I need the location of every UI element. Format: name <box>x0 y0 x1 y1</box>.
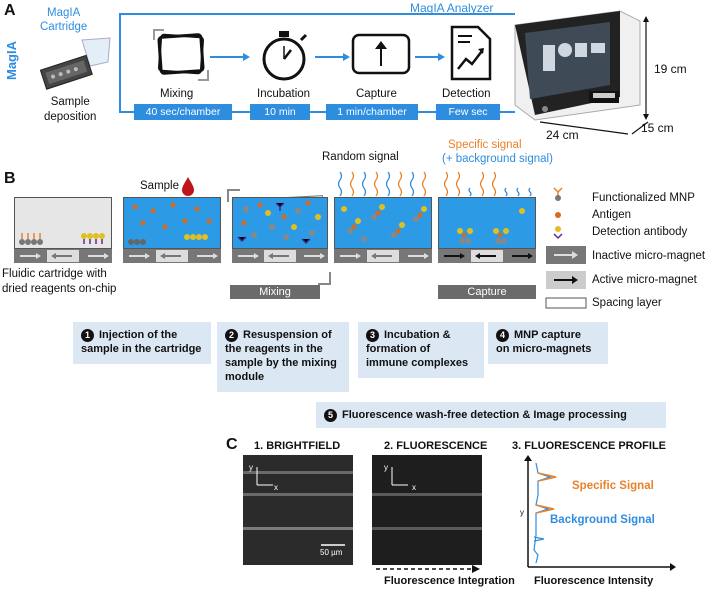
legend-spacing-label: Spacing layer <box>592 297 662 309</box>
step-3-text: Incubation & formation of immune complex… <box>366 329 469 369</box>
legend-antigen-label: Antigen <box>592 209 632 221</box>
profile-title: 3. FLUORESCENCE PROFILE <box>512 440 667 452</box>
mnp-icon <box>553 187 563 201</box>
chamber-incubation-contents <box>341 204 427 242</box>
magnet-arrows-3 <box>238 250 325 262</box>
legend-inactive-magnet-label: Inactive micro-magnet <box>592 250 706 262</box>
step-1-number: 1 <box>81 329 94 342</box>
stopwatch-icon <box>262 31 308 81</box>
chamber-mixing-contents <box>237 200 321 245</box>
step-mixing-label: Mixing <box>160 88 194 100</box>
background-signal-profile-label: Background Signal <box>550 514 655 526</box>
step-capture-label: Capture <box>356 88 397 100</box>
step-4-text: MNP capture on micro-magnets <box>496 329 592 355</box>
specific-signal-waves <box>443 171 532 197</box>
dimension-height: 19 cm <box>654 62 687 76</box>
step-5-text: Fluorescence wash-free detection & Image… <box>342 409 627 421</box>
mixing-tag: Mixing <box>230 285 320 299</box>
step-1-text: Injection of the sample in the cartridge <box>81 329 202 355</box>
step-5-number: 5 <box>324 409 337 422</box>
dimension-lines <box>539 16 649 135</box>
step-2-text: Resuspension of the reagents in the samp… <box>225 329 337 383</box>
background-signal-label: (+ background signal) <box>442 153 553 165</box>
brightfield-axis-y: y <box>249 463 253 472</box>
sample-label: Sample <box>140 180 179 192</box>
magnet-arrows-2 <box>129 250 218 262</box>
brightfield-bands <box>243 467 353 546</box>
capture-icon <box>351 33 411 75</box>
fluorescence-axis-y: y <box>384 463 388 472</box>
panel-c-letter: C <box>226 436 238 453</box>
chamber-capture <box>438 197 536 249</box>
step-2-number: 2 <box>225 329 238 342</box>
mixing-icon <box>153 29 209 81</box>
antigen-icon <box>555 212 561 218</box>
step-4-number: 4 <box>496 329 509 342</box>
detection-icon <box>450 25 492 81</box>
random-signal-waves <box>337 171 427 197</box>
fluorescence-axis-x: x <box>412 483 416 492</box>
antibody-icon <box>553 226 563 240</box>
dimension-width: 24 cm <box>546 128 579 142</box>
profile-plot <box>524 455 676 571</box>
profile-axis-y: y <box>520 508 524 517</box>
magnet-arrows-1 <box>20 250 109 262</box>
intensity-label: Fluorescence Intensity <box>534 575 654 587</box>
sample-deposition-label: Sample deposition <box>44 96 97 123</box>
cartridge-caption: Fluidic cartridge with dried reagents on… <box>2 268 117 295</box>
time-mixing: 40 sec/chamber <box>134 104 232 120</box>
specific-signal-label: Specific signal <box>448 139 522 151</box>
capture-tag: Capture <box>438 285 536 299</box>
brightfield-title: 1. BRIGHTFIELD <box>254 440 341 452</box>
panel-b-letter: B <box>4 170 16 187</box>
cartridge-icon <box>39 37 111 90</box>
legend-mnp-label: Functionalized MNP <box>592 192 695 204</box>
analyzer-label: MagIA Analyzer <box>410 1 494 15</box>
legend-icons <box>545 187 587 309</box>
brightfield-axis-x: x <box>274 483 278 492</box>
active-magnet-icon <box>546 271 586 289</box>
fluorescence-image <box>372 455 482 565</box>
analyzer-device-image <box>514 10 641 121</box>
step-incubation-label: Incubation <box>257 88 311 100</box>
blood-drop-icon <box>182 177 194 196</box>
integration-label: Fluorescence Integration <box>384 575 515 587</box>
chamber-mixing <box>232 197 328 249</box>
magnet-arrows-4 <box>340 250 429 262</box>
time-detection: Few sec <box>436 104 500 120</box>
chamber-capture-contents <box>457 208 525 244</box>
integration-arrow <box>376 565 480 573</box>
specific-signal-profile-label: Specific Signal <box>572 480 654 492</box>
time-incubation: 10 min <box>250 104 310 120</box>
panel-a-letter: A <box>4 2 16 19</box>
random-signal-label: Random signal <box>322 151 399 163</box>
chamber-sample-contents <box>128 202 212 245</box>
magnet-arrows-5 <box>444 250 533 262</box>
dimension-depth: 15 cm <box>641 121 674 135</box>
time-capture: 1 min/chamber <box>326 104 418 120</box>
legend-antibody-label: Detection antibody <box>592 226 688 238</box>
scale-bar-label: 50 µm <box>320 548 343 557</box>
legend-active-magnet-label: Active micro-magnet <box>592 274 697 286</box>
fluorescence-bands <box>372 467 482 530</box>
step-5-box: 5 Fluorescence wash-free detection & Imag… <box>316 402 666 428</box>
inactive-magnet-icon <box>546 246 586 264</box>
cartridge-label: MagIA Cartridge <box>40 7 88 33</box>
fluorescence-title: 2. FLUORESCENCE <box>384 440 488 452</box>
dried-reagents <box>19 233 105 245</box>
step-detection-label: Detection <box>442 88 491 100</box>
spacing-layer-icon <box>545 297 587 309</box>
step-3-number: 3 <box>366 329 379 342</box>
